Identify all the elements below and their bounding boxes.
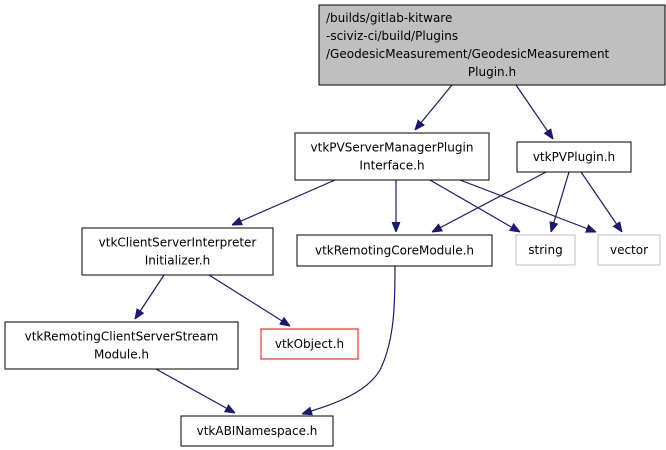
node-label-line: Interface.h [359, 159, 424, 173]
node-box [296, 234, 493, 267]
node-abi[interactable]: vtkABINamespace.h [180, 415, 334, 447]
node-label-line: /GeodesicMeasurement/GeodesicMeasurement [326, 47, 610, 61]
node-vector[interactable]: vector [597, 234, 661, 266]
node-box [515, 234, 576, 266]
node-box [318, 4, 666, 86]
edge-pvplugin-to-vector [580, 171, 622, 232]
node-box [4, 321, 239, 370]
node-label-line: Module.h [94, 348, 149, 362]
node-label-line: vtkRemotingCoreModule.h [315, 244, 474, 258]
node-label-line: Plugin.h [468, 65, 516, 79]
node-pvplugin[interactable]: vtkPVPlugin.h [516, 141, 632, 173]
node-label-line: vtkRemotingClientServerStream [25, 330, 219, 344]
node-string[interactable]: string [515, 234, 576, 266]
edge-root-to-smpi [415, 84, 453, 130]
node-label-line: vector [610, 243, 648, 257]
node-vtkobject[interactable]: vtkObject.h [260, 328, 359, 360]
node-box [597, 234, 661, 266]
node-box [260, 328, 359, 360]
edge-pvplugin-to-string [551, 171, 570, 232]
node-label-line: /builds/gitlab-kitware [326, 11, 452, 25]
node-box [180, 415, 334, 447]
node-label-line: vtkClientServerInterpreter [99, 236, 257, 250]
edge-rcm-to-abi [302, 265, 396, 414]
node-box [81, 227, 274, 276]
edge-smpi-to-vector [459, 179, 596, 232]
node-label-line: string [528, 243, 562, 257]
edge-root-to-pvplugin [515, 84, 553, 139]
node-label-line: -sciviz-ci/build/Plugins [326, 29, 458, 43]
node-label-line: vtkPVPlugin.h [533, 150, 615, 164]
node-box [294, 132, 490, 181]
edge-pvplugin-to-rcm [432, 171, 547, 232]
edge-csii-to-rcssm [135, 274, 165, 319]
node-rcm[interactable]: vtkRemotingCoreModule.h [296, 234, 493, 267]
edge-rcssm-to-abi [155, 368, 235, 413]
node-box [516, 141, 632, 173]
node-label-line: vtkPVServerManagerPlugin [311, 141, 474, 155]
node-label-line: vtkABINamespace.h [197, 424, 318, 438]
node-label-line: vtkObject.h [275, 337, 344, 351]
node-label-line: Initializer.h [145, 254, 210, 268]
edge-smpi-to-string [429, 179, 520, 232]
node-root: /builds/gitlab-kitware -sciviz-ci/build/P… [318, 4, 666, 86]
edge-smpi-to-csii [232, 179, 336, 226]
edge-csii-to-vtkobject [208, 274, 290, 326]
